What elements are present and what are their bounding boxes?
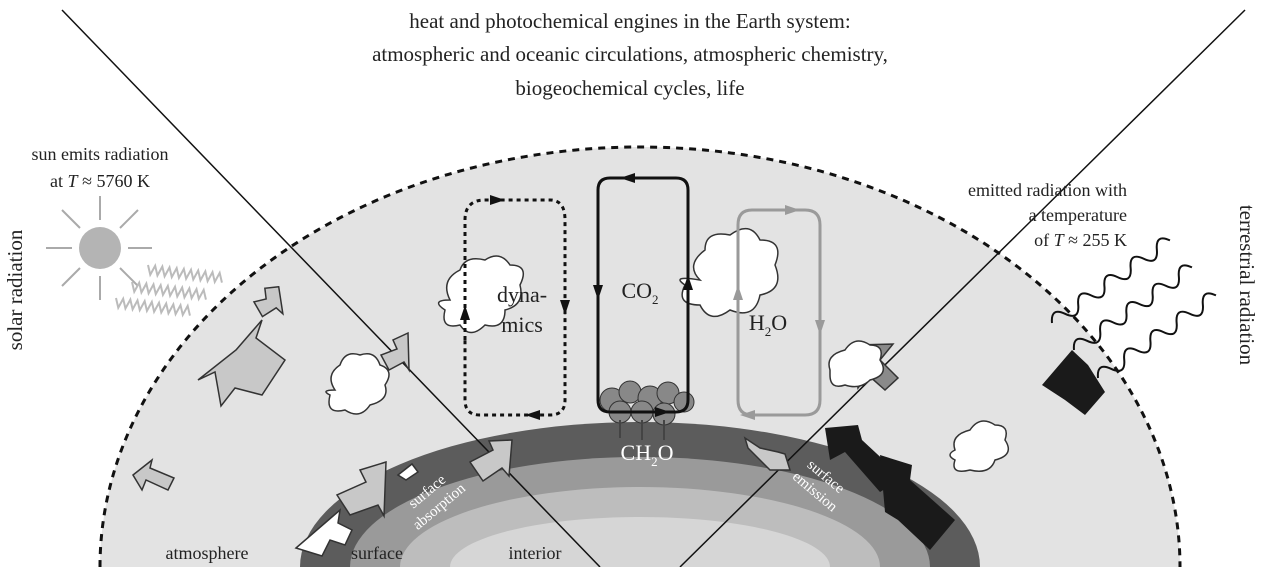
ch2o-label: CH2O [621,440,674,469]
reflected-arrow-lower [132,458,176,492]
atmosphere-boundary [98,145,1182,567]
surface-label: surface [351,543,403,563]
sun-label-line1: sun emits radiation [32,144,169,164]
atmosphere-label: atmosphere [166,543,249,563]
h2o-cycle [733,205,825,420]
surface-emission-arrow [743,436,792,471]
surface-input-arrow [335,460,387,519]
cloud-icon [325,227,1010,472]
reflected-arrow-upper [252,285,284,318]
surface-white-arrow [294,462,420,557]
surface-heat-arrow [468,439,513,483]
emitted-label-line3: of T ≈ 255 K [1034,230,1127,250]
interior-label: interior [509,543,562,563]
earth-layers [98,145,1182,567]
solar-radiation-label: solar radiation [3,229,27,350]
co2-label: CO2 [621,278,658,307]
atmosphere-absorption-arrow [379,331,410,373]
atmosphere-dome [100,147,1180,567]
title-line2: atmospheric and oceanic circulations, at… [372,42,888,66]
sun-icon [46,196,152,300]
title-line1: heat and photochemical engines in the Ea… [409,9,850,33]
dynamics-label-line2: mics [501,312,543,337]
black-emission-arrow-3 [1042,350,1105,415]
dynamics-label-line1: dyna- [497,282,547,307]
terrestrial-radiation-label: terrestrial radiation [1235,205,1259,366]
sun-label-line2: at T ≈ 5760 K [50,171,150,191]
emitted-label-line2: a temperature [1029,205,1127,225]
outgoing-radiation-line [679,9,1246,567]
co2-cycle [593,173,693,417]
black-emission-arrow-2 [880,455,955,550]
wavy-radiation-icon [115,263,223,318]
h2o-label: H2O [749,310,787,339]
emitted-label-line1: emitted radiation with [968,180,1127,200]
terrestrial-wavy-radiation-icon [1050,237,1217,379]
incoming-radiation-line [61,9,601,567]
core-layer [450,517,830,567]
dynamics-cycle [460,195,570,420]
solar-input-arrow [197,319,287,408]
title-line3: biogeochemical cycles, life [515,76,744,100]
